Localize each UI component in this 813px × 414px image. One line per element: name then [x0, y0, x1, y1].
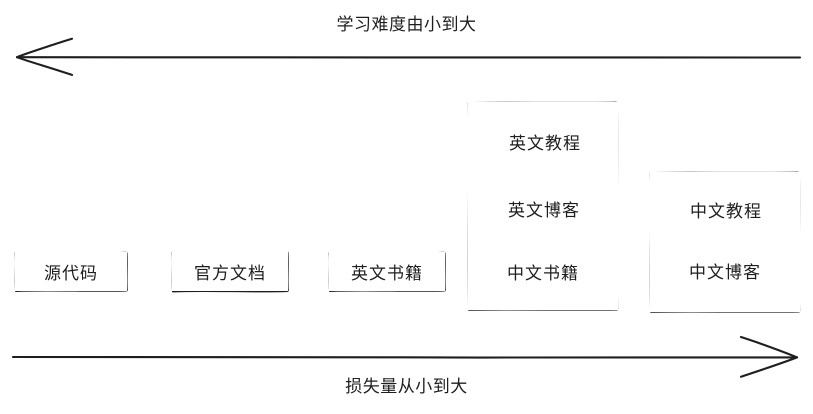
node-source-code-label: 源代码: [44, 264, 98, 284]
node-english-books-label: 英文书籍: [351, 264, 423, 284]
loss-arrow-icon: [11, 335, 799, 378]
node-english-blog[interactable]: 英文博客: [491, 190, 597, 226]
node-english-books[interactable]: 英文书籍: [329, 252, 445, 291]
node-chinese-books-label: 中文书籍: [507, 264, 579, 284]
node-english-tutorial[interactable]: 英文教程: [492, 123, 598, 159]
node-official-docs[interactable]: 官方文档: [172, 251, 288, 291]
node-english-tutorial-label: 英文教程: [509, 133, 581, 154]
difficulty-axis-label: 学习难度由小到大: [336, 15, 477, 35]
node-official-docs-label: 官方文档: [194, 263, 266, 284]
node-chinese-tutorial[interactable]: 中文教程: [672, 190, 780, 228]
node-english-blog-label: 英文博客: [508, 200, 580, 221]
loss-axis-label: 损失量从小到大: [345, 377, 468, 397]
node-chinese-blog-label: 中文博客: [689, 262, 761, 283]
difficulty-arrow-icon: [15, 37, 802, 76]
node-chinese-books[interactable]: 中文书籍: [490, 253, 596, 290]
node-chinese-blog[interactable]: 中文博客: [671, 251, 779, 289]
node-chinese-tutorial-label: 中文教程: [690, 201, 762, 222]
node-source-code[interactable]: 源代码: [15, 252, 127, 291]
